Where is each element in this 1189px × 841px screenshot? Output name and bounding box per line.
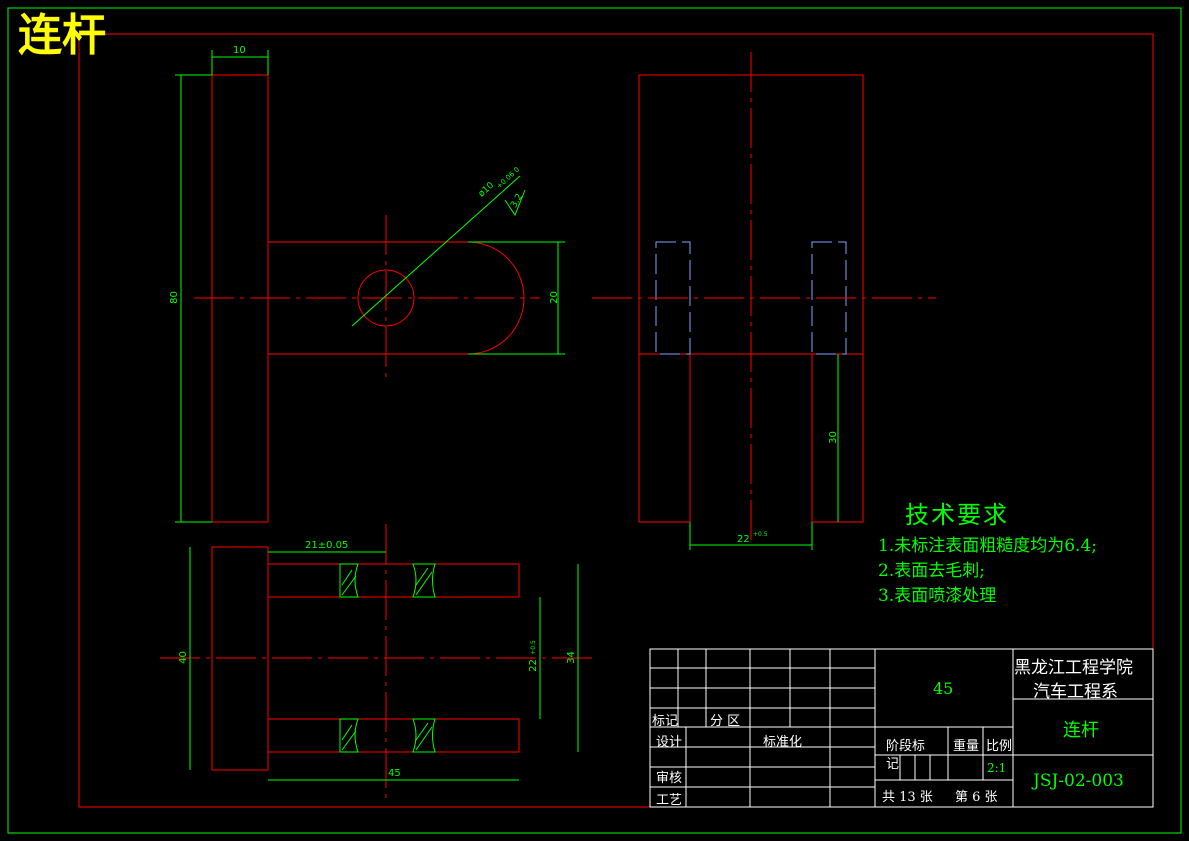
outer-border bbox=[7, 7, 1182, 834]
tb-standardization: 标准化 bbox=[763, 735, 803, 750]
top-arm-lower bbox=[267, 718, 520, 753]
drawing-number: JSJ-02-003 bbox=[1033, 771, 1124, 791]
department-name: 汽车工程系 bbox=[1033, 682, 1118, 702]
top-arm-upper bbox=[267, 563, 520, 598]
front-hole bbox=[357, 269, 415, 327]
tb-total: 共 13 张 bbox=[882, 790, 933, 805]
dim-text-10: 10 bbox=[233, 45, 246, 56]
requirement-2: 2.表面去毛刺; bbox=[878, 561, 985, 581]
dim-text-22-tol: +0.5 bbox=[753, 531, 768, 538]
dim-text-22v: 22 bbox=[527, 659, 539, 672]
drawing-title: 连杆 bbox=[18, 10, 106, 61]
tb-stage-mark: 阶段标 bbox=[886, 739, 926, 754]
tb-zone: 分 区 bbox=[710, 714, 741, 729]
dim-text-40: 40 bbox=[177, 651, 189, 664]
roughness-symbol bbox=[504, 189, 526, 217]
dim-text-34: 34 bbox=[565, 651, 577, 664]
tb-stage-mark-2: 记 bbox=[886, 757, 900, 772]
hatch-upper bbox=[339, 563, 436, 598]
dim-text-80: 80 bbox=[168, 291, 180, 304]
tb-weight: 重量 bbox=[953, 739, 980, 754]
dim-hole-leader bbox=[351, 175, 521, 327]
dim-text-22v-tol: +0.5 bbox=[529, 640, 537, 655]
dim-text-20: 20 bbox=[548, 291, 560, 304]
tb-scale-label: 比例 bbox=[986, 739, 1013, 754]
top-view bbox=[160, 524, 596, 800]
dim-text-45: 45 bbox=[388, 768, 401, 779]
hatch-lower bbox=[339, 718, 436, 753]
tb-design: 设计 bbox=[656, 735, 683, 750]
tb-process: 工艺 bbox=[656, 793, 683, 808]
tb-mark: 标记 bbox=[652, 714, 679, 729]
dim-text-22: 22 bbox=[737, 534, 750, 545]
top-plate bbox=[211, 546, 269, 771]
title-block bbox=[649, 648, 1154, 808]
side-view bbox=[592, 52, 936, 550]
requirement-3: 3.表面喷漆处理 bbox=[878, 586, 997, 606]
tb-check: 审核 bbox=[656, 771, 683, 786]
school-name: 黑龙江工程学院 bbox=[1014, 658, 1133, 678]
scale-value: 2:1 bbox=[987, 761, 1007, 775]
inner-frame bbox=[78, 33, 1154, 808]
part-name: 连杆 bbox=[1063, 720, 1099, 741]
tb-sheet: 第 6 张 bbox=[955, 790, 998, 805]
requirement-1: 1.未标注表面粗糙度均为6.4; bbox=[878, 536, 1097, 556]
requirements-heading: 技术要求 bbox=[905, 501, 1009, 529]
dim-text-21: 21±0.05 bbox=[305, 540, 349, 551]
front-view bbox=[175, 50, 565, 523]
dim-text-30: 30 bbox=[827, 431, 839, 444]
material-text: 45 bbox=[933, 679, 954, 698]
